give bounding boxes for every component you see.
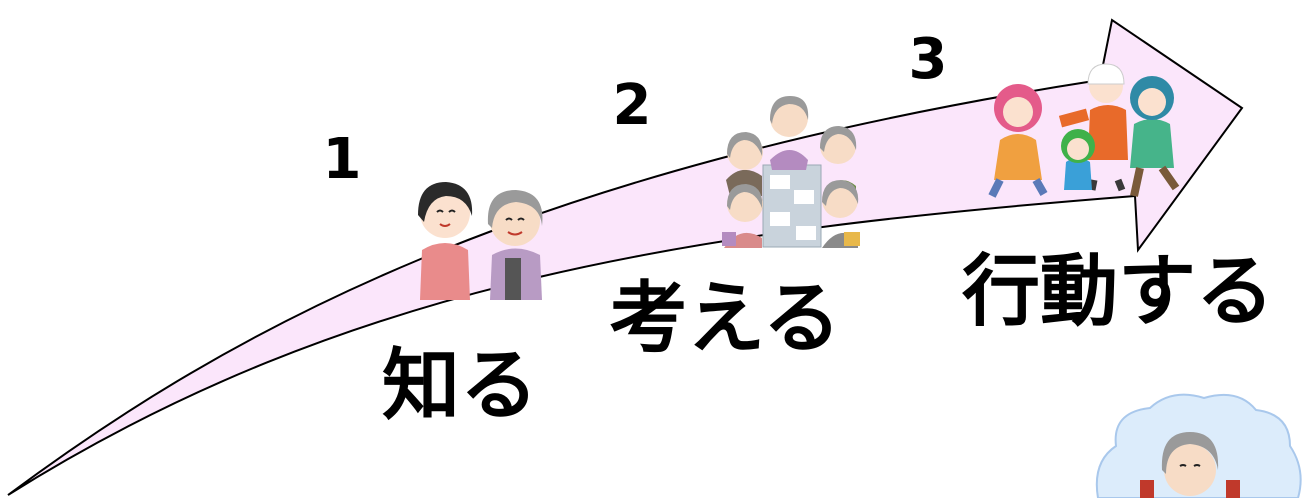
step-1-number: 1 [323,127,362,192]
elderly-group-meeting-illustration [722,96,860,248]
two-women-talking-illustration [418,182,543,300]
step-1-label: 知る [382,341,538,431]
family-evacuating-illustration [988,63,1180,198]
step-2-label: 考える [609,274,841,364]
progress-arrow [7,18,1244,496]
step-3-number: 3 [909,27,948,92]
thought-cloud-elderly-illustration [1095,393,1302,498]
step-3-label: 行動する [962,247,1274,337]
step-2-number: 2 [613,73,652,138]
